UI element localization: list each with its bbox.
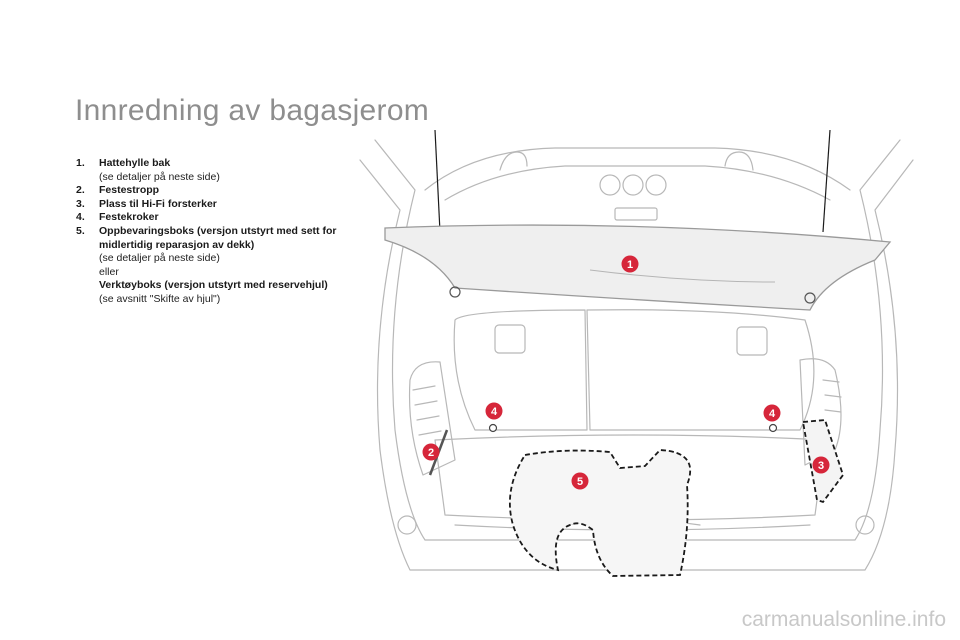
trunk-illustration: 1 2 3 4 4 5 xyxy=(359,130,914,577)
marker-1: 1 xyxy=(621,255,639,273)
svg-text:5: 5 xyxy=(577,476,583,488)
list-item: 3. Plass til Hi-Fi forsterker xyxy=(76,198,351,212)
item-alt-label: Verktøyboks (versjon utstyrt med reserve… xyxy=(99,279,328,292)
svg-text:2: 2 xyxy=(428,447,434,459)
item-alt-note: (se avsnitt "Skifte av hjul") xyxy=(99,292,221,305)
item-number: 4. xyxy=(76,211,85,224)
rear-seat-back xyxy=(453,309,588,431)
list-item: 4. Festekroker xyxy=(76,211,351,225)
marker-5: 5 xyxy=(571,472,589,490)
item-number: 3. xyxy=(76,197,85,210)
item-or: eller xyxy=(99,265,119,278)
item-note: (se detaljer på neste side) xyxy=(99,252,220,265)
item-label: Hattehylle bak xyxy=(99,157,171,169)
item-number: 2. xyxy=(76,184,85,197)
marker-2: 2 xyxy=(422,443,440,461)
storage-box-zone xyxy=(508,449,692,577)
watermark: carmanualsonline.info xyxy=(741,608,946,631)
item-label: Plass til Hi-Fi forsterker xyxy=(99,197,217,210)
page-title: Innredning av bagasjerom xyxy=(75,94,430,127)
item-label: Festekroker xyxy=(99,211,159,224)
list-item: 5. Oppbevaringsboks (versjon utstyrt med… xyxy=(76,225,351,307)
item-label: Festestropp xyxy=(99,184,160,197)
item-number: 1. xyxy=(76,157,85,169)
list-item: 1. Hattehylle bak (se detaljer på neste … xyxy=(76,157,351,184)
marker-3: 3 xyxy=(812,456,830,474)
svg-text:4: 4 xyxy=(769,408,776,420)
svg-text:3: 3 xyxy=(818,460,824,472)
svg-text:4: 4 xyxy=(491,406,498,418)
marker-4-right: 4 xyxy=(763,404,781,422)
legend-list: 1. Hattehylle bak (se detaljer på neste … xyxy=(76,157,351,307)
item-label: Oppbevaringsboks (versjon utstyrt med se… xyxy=(99,224,337,251)
marker-4-left: 4 xyxy=(485,402,503,420)
list-item: 2. Festestropp xyxy=(76,184,351,198)
item-note: (se detaljer på neste side) xyxy=(99,170,220,183)
svg-text:1: 1 xyxy=(627,259,633,271)
item-number: 5. xyxy=(76,224,85,237)
